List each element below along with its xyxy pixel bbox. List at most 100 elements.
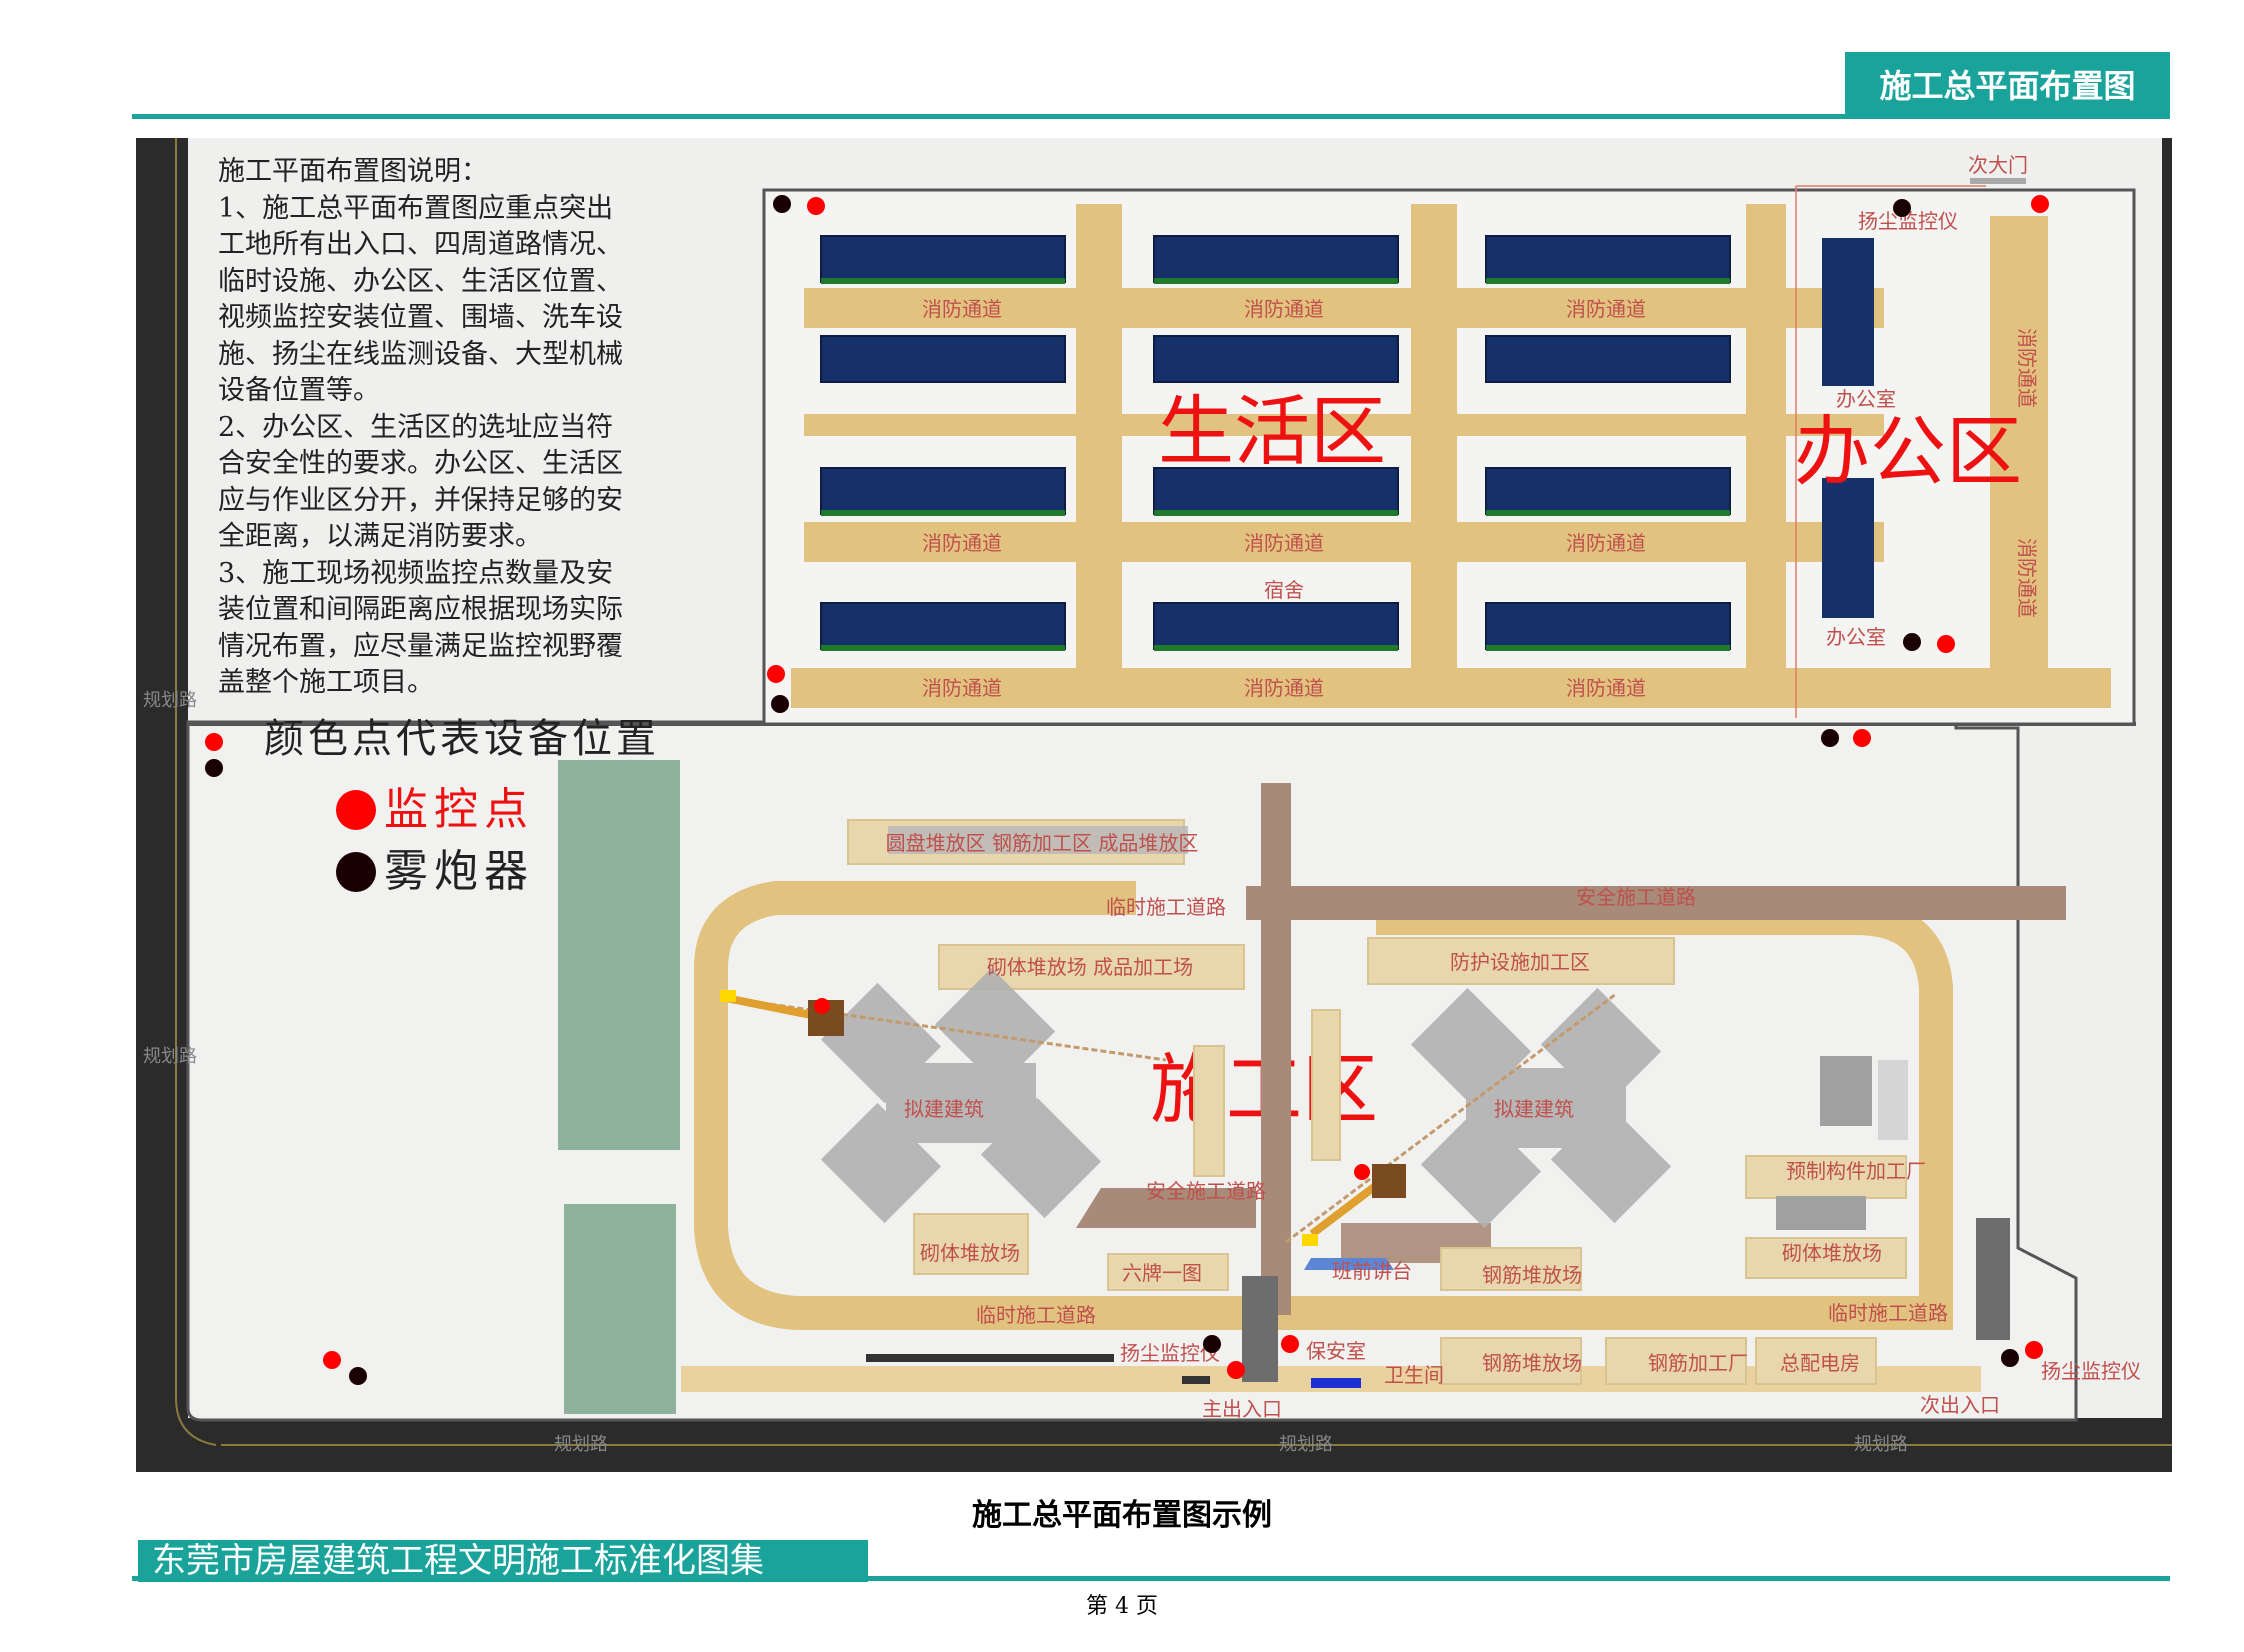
notes-lines: 1、施工总平面布置图应重点突出 工地所有出入口、四周道路情况、 临时设施、办公区… [218,191,738,702]
fire-lane-label: 消防通道 [1566,297,1646,321]
precast-factory-label: 预制构件加工厂 [1786,1159,1926,1183]
fence-bar [866,1354,1114,1362]
green-strip-2 [564,1204,676,1414]
safety-road-horizontal [1246,886,2066,920]
planning-road-label: 规划路 [1854,1434,1908,1455]
fire-lane-label: 消防通道 [1566,531,1646,555]
rebar-yard-1 [1440,1247,1582,1291]
precast-area [1745,1155,1907,1199]
proposed-building-label: 拟建建筑 [904,1097,984,1121]
six-boards-area [1107,1253,1229,1291]
toilet-label: 卫生间 [1384,1363,1444,1387]
planning-road-left [136,138,188,1472]
briefing-stage-shape [1304,1258,1394,1270]
storage-column-2 [1311,1009,1341,1161]
fire-lane-vertical-label: 消防通道 [2015,328,2039,408]
masonry-yard-left [913,1213,1029,1275]
footer-rule [132,1576,2170,1581]
power-room-label: 总配电房 [1780,1351,1860,1375]
protection-area [1367,937,1675,985]
guard-room-label: 保安室 [1306,1339,1366,1363]
office-zone-title: 办公区 [1794,407,2022,496]
planning-road-label: 规划路 [554,1434,608,1455]
rebar-yard-label: 钢筋堆放场 [1482,1263,1582,1287]
notes-line: 合安全性的要求。办公区、生活区 [218,448,623,479]
footer-book-title: 东莞市房屋建筑工程文明施工标准化图集 [138,1540,868,1582]
temp-road-label: 临时施工道路 [1828,1301,1948,1325]
legend-fog-dot [336,852,376,892]
office-block-2 [1822,478,1874,618]
fire-lane-1 [804,288,1884,328]
office-room-label: 办公室 [1826,625,1886,649]
storage-column [1193,1045,1225,1177]
masonry-yard-right [1745,1237,1907,1279]
power-room [1755,1337,1877,1385]
fire-lane-v-office [1990,216,2048,708]
site-plan-figure: 消防通道 消防通道 消防通道 消防通道 消防通道 消防通道 消防通道 消防通道 … [136,138,2172,1472]
dust-monitor-label: 扬尘监控仪 [2041,1359,2141,1383]
masonry-finished-label: 砌体堆放场 成品加工场 [987,955,1193,979]
office-block-1 [1822,238,1874,386]
notes-line: 1、施工总平面布置图应重点突出 [218,192,614,224]
fire-lane-2 [804,414,1884,436]
temp-construction-road [694,881,1953,1330]
fire-lane-label: 消防通道 [922,297,1002,321]
fire-lane-label: 消防通道 [922,531,1002,555]
fire-lane-v1 [1076,204,1122,708]
header-title: 施工总平面布置图 [1845,52,2170,116]
planning-road-label: 规划路 [143,1046,197,1067]
fire-lane-v2 [1411,204,1457,708]
notes-title: 施工平面布置图说明： [218,156,488,187]
fire-lane-3 [804,522,1884,562]
notes-line: 设备位置等。 [218,375,380,406]
notes-line: 装位置和间隔距离应根据现场实际 [218,594,623,625]
rebar-factory-label: 钢筋加工厂 [1648,1351,1748,1375]
figure-caption: 施工总平面布置图示例 [972,1498,1272,1533]
briefing-stage-label: 班前讲台 [1332,1259,1412,1283]
masonry-yard-label: 砌体堆放场 [920,1241,1020,1265]
fire-lane-label: 消防通道 [922,676,1002,700]
notes-line: 3、施工现场视频监控点数量及安 [218,557,614,589]
legend-monitor-dot [336,790,376,830]
monitor-points [205,195,2049,1379]
notes-line: 应与作业区分开，并保持足够的安 [218,484,623,516]
notes-line: 施、扬尘在线监测设备、大型机械 [218,338,623,370]
green-strip-1 [558,760,680,1150]
notes-line: 临时设施、办公区、生活区位置、 [218,265,623,297]
second-gate-label: 次大门 [1968,153,2028,177]
notes-line: 盖整个施工项目。 [218,667,434,698]
fire-lane-vertical-label: 消防通道 [2015,538,2039,618]
gate-post-main [1242,1276,1278,1382]
proposed-building-left [820,967,1102,1224]
rebar-yard-label: 钢筋堆放场 [1482,1351,1582,1375]
proposed-building-label: 拟建建筑 [1494,1097,1574,1121]
planning-road-label: 规划路 [143,690,197,711]
secondary-entrance-label: 次出入口 [1920,1393,2000,1417]
protection-area-label: 防护设施加工区 [1450,950,1590,974]
fire-lane-v3 [1746,204,1786,708]
safety-road-vertical [1261,783,1291,1315]
notes-line: 工地所有出入口、四周道路情况、 [218,229,623,260]
planning-road-label: 规划路 [1279,1434,1333,1455]
tower-crane-right [1285,992,1617,1246]
fire-lane-label: 消防通道 [1244,531,1324,555]
safety-road-label: 安全施工道路 [1576,885,1696,909]
six-boards-label: 六牌一图 [1122,1261,1202,1285]
fog-cannon-points [205,195,2019,1385]
tower-crane-left [720,990,1167,1062]
temp-road-label: 临时施工道路 [1106,895,1226,919]
legend-title: 颜色点代表设备位置 [264,716,660,762]
header-rule [132,114,2170,119]
office-room-label: 办公室 [1836,387,1896,411]
legend-fog-label: 雾炮器 [384,846,534,897]
site-plan-drawing: 消防通道 消防通道 消防通道 消防通道 消防通道 消防通道 消防通道 消防通道 … [136,138,2172,1472]
rebar-yard-2 [1440,1337,1582,1385]
temp-road-label: 临时施工道路 [976,1303,1096,1327]
notes-line: 全距离，以满足消防要求。 [218,521,542,552]
storage-area-label: 圆盘堆放区 钢筋加工区 成品堆放区 [886,831,1199,855]
notes-line: 2、办公区、生活区的选址应当符 [218,411,614,443]
main-entrance-label: 主出入口 [1202,1397,1282,1421]
guard-room-marker [1311,1378,1361,1388]
dorm-label: 宿舍 [1264,578,1304,602]
page-number: 第 4 页 [1086,1594,1158,1619]
